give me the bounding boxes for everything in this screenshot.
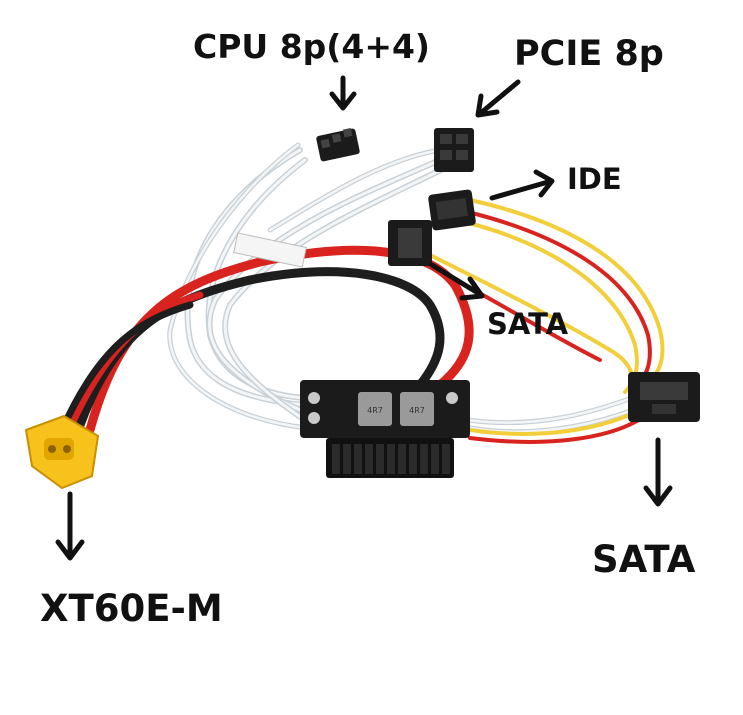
sata-connector-lower: [628, 372, 700, 422]
pcie-8pin-connector: [434, 128, 474, 172]
arrow-sata-upper: [429, 262, 485, 301]
label-xt60: XT60E-M: [40, 587, 223, 630]
label-ide: IDE: [567, 162, 622, 196]
label-pcie-8pin: PCIE 8p: [514, 34, 664, 74]
arrow-ide: [489, 169, 555, 201]
svg-text:4R7: 4R7: [367, 406, 383, 415]
label-cpu-8pin: CPU 8p(4+4): [193, 27, 431, 66]
arrow-pcie: [475, 79, 521, 118]
svg-text:4R7: 4R7: [409, 406, 425, 415]
xt60-connector: [24, 414, 100, 490]
arrow-cpu: [329, 75, 357, 111]
inductor-right: [400, 392, 434, 426]
cable-tag: [233, 232, 307, 268]
annotation-arrows: [55, 75, 673, 561]
cpu-8pin-connector: [316, 127, 360, 162]
label-sata-lower: SATA: [592, 538, 696, 581]
psu-board: 4R7 4R7: [300, 380, 470, 478]
sata-connector-upper: [388, 220, 432, 266]
white-wire-bundle: [167, 142, 648, 435]
arrow-xt60: [55, 491, 85, 561]
arrow-sata-lower: [643, 437, 673, 507]
main-power-cables: [58, 245, 474, 435]
label-sata-upper: SATA: [487, 307, 569, 341]
inductor-left: [358, 392, 392, 426]
ide-molex-connector: [428, 189, 476, 231]
